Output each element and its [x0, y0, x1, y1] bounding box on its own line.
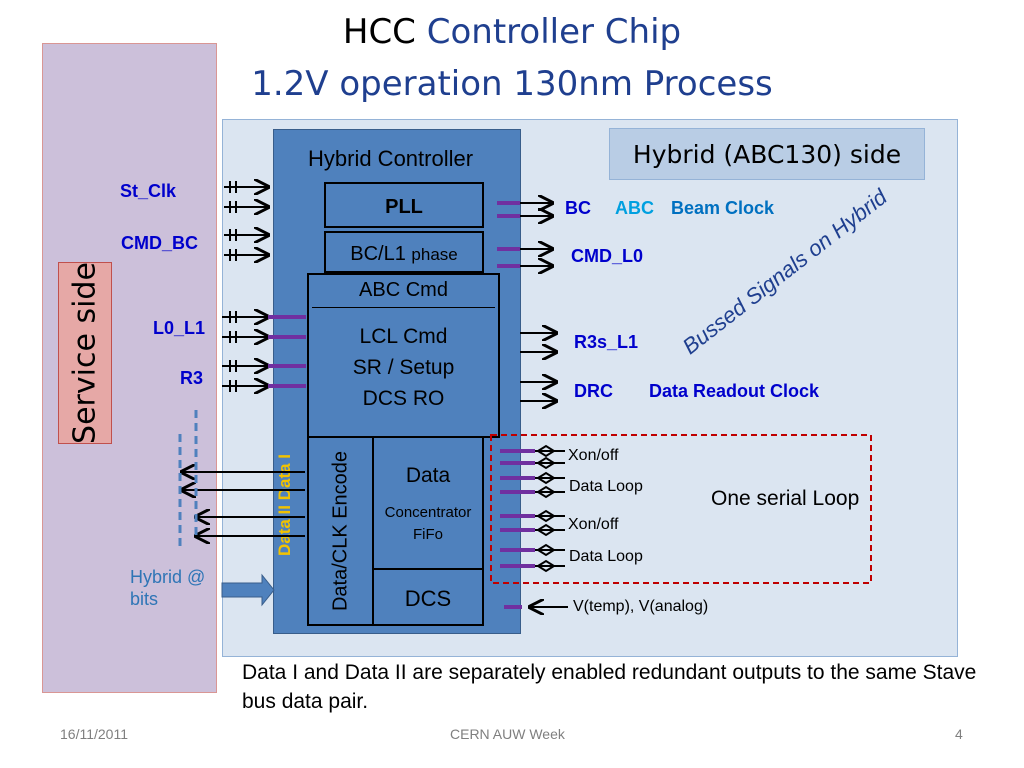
abc-cmd-label: ABC Cmd [359, 279, 448, 301]
bc-l1-label: BC/L1 [350, 243, 406, 265]
cmd-l0-label: CMD_L0 [571, 246, 644, 266]
hybrid-side-label: Hybrid (ABC130) side [609, 128, 925, 180]
service-side-label-box: Service side [58, 262, 112, 444]
one-serial-loop-label: One serial Loop [711, 487, 860, 510]
data-clk-encode-block: Data/CLK Encode [307, 436, 374, 626]
fifo-label: FiFo [413, 526, 443, 543]
slide-subtitle: 1.2V operation 130nm Process [251, 64, 773, 104]
bc-label: BC [565, 198, 591, 218]
r3-arrows [222, 360, 268, 392]
footer-date: 16/11/2011 [60, 726, 128, 742]
lcl-cmd-line: LCL Cmd [359, 325, 448, 348]
hybrid-bits-arrow [221, 573, 275, 607]
dcs-block: DCS [372, 568, 484, 626]
l0-l1-arrows [222, 311, 268, 343]
cmd-bc-arrows [224, 229, 268, 261]
r3s-l1-label: R3s_L1 [574, 332, 639, 352]
st-clk-arrows [224, 181, 268, 213]
r3-label: R3 [180, 368, 204, 388]
abc-cmd-block: ABC Cmd LCL Cmd SR / Setup DCS RO [307, 273, 500, 438]
beam-clock-label: Beam Clock [671, 198, 775, 218]
data-label: Data [405, 464, 451, 487]
xon-off-label-2: Xon/off [568, 516, 619, 533]
xon-off-label-1: Xon/off [568, 447, 619, 464]
lcl-cmd-text: LCL Cmd SR / Setup DCS RO [309, 321, 498, 414]
vtemp-label: V(temp), V(analog) [573, 598, 709, 615]
hybrid-bits-line-1: Hybrid @ [130, 567, 206, 587]
title-chip: Controller Chip [426, 12, 682, 52]
title-lead: HCC [342, 12, 416, 52]
serial-loop-box [490, 434, 872, 584]
bc-l1-phase-block: BC/L1 phase [324, 231, 484, 273]
footer-event: CERN AUW Week [450, 726, 565, 742]
hybrid-bits-label: Hybrid @ bits [130, 566, 205, 610]
footer-page-number: 4 [955, 726, 963, 742]
pll-block: PLL [324, 182, 484, 228]
data-loop-label-1: Data Loop [569, 478, 643, 495]
slide-title: HCC Controller Chip [0, 12, 1024, 52]
abc-label: ABC [615, 198, 654, 218]
dcs-ro-line: DCS RO [362, 387, 445, 410]
cmd-bc-label: CMD_BC [121, 233, 199, 253]
data-concentrator-block: Data Concentrator FiFo [372, 436, 484, 570]
data-loop-label-2: Data Loop [569, 548, 643, 565]
abc-cmd-divider [312, 307, 495, 308]
concentrator-label: Concentrator [384, 504, 472, 521]
phase-label: phase [411, 245, 458, 264]
hybrid-bits-line-2: bits [130, 589, 159, 609]
redundancy-note: Data I and Data II are separately enable… [242, 661, 977, 713]
st-clk-label: St_Clk [120, 181, 177, 201]
chip-title: Hybrid Controller [308, 146, 474, 171]
data-readout-clock-label: Data Readout Clock [649, 381, 820, 401]
drc-label: DRC [574, 381, 613, 401]
sr-setup-line: SR / Setup [352, 356, 455, 379]
l0-l1-label: L0_L1 [153, 318, 206, 338]
